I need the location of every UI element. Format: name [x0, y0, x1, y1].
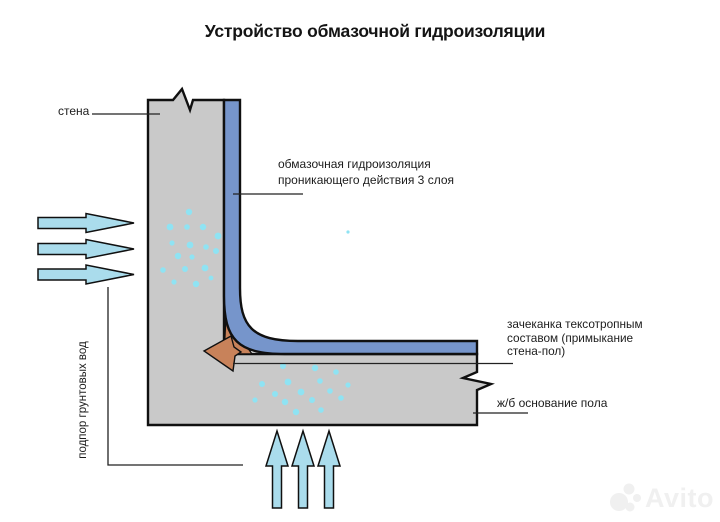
caulk-label-line3: стена-пол) [507, 344, 566, 358]
membrane-label-line1: обмазочная гидроизоляция [278, 157, 431, 171]
floor-label: ж/б основание пола [497, 396, 608, 410]
caulk-label-line1: зачеканка тексотропным [507, 317, 643, 331]
floor-droplets [252, 230, 351, 416]
groundwater-arrows-bottom [264, 428, 342, 509]
page-title: Устройство обмазочной гидроизоляции [204, 21, 546, 41]
membrane-layer-shape [222, 98, 479, 356]
wall-label: стена [58, 104, 90, 118]
groundwater-pressure-arrow-up-icon [316, 428, 342, 509]
wall-droplets [160, 208, 222, 288]
membrane-label-line2: проникающего действия 3 слоя [278, 173, 454, 187]
groundwater-arrows-left [37, 212, 135, 285]
groundwater-pressure-arrow-right-icon [37, 264, 135, 285]
caulk-label: зачеканка тексотропным составом (примыка… [507, 317, 643, 359]
groundwater-bracket-line [107, 287, 243, 466]
groundwater-pressure-arrow-right-icon [37, 212, 135, 234]
membrane-label: обмазочная гидроизоляция проникающего де… [278, 156, 454, 188]
groundwater-label: подпор грунтовых вод [77, 341, 89, 459]
groundwater-pressure-arrow-right-icon [37, 238, 135, 260]
avito-watermark: Avito [608, 482, 714, 514]
avito-logo-icon [610, 483, 641, 512]
caulk-label-line2: составом (примыкание [507, 330, 634, 345]
avito-wordmark: Avito [645, 483, 714, 513]
groundwater-pressure-arrow-up-icon [290, 428, 316, 509]
leader-lines [92, 113, 528, 466]
concrete-structure-shape [146, 86, 495, 427]
groundwater-pressure-arrow-up-icon [264, 428, 290, 509]
